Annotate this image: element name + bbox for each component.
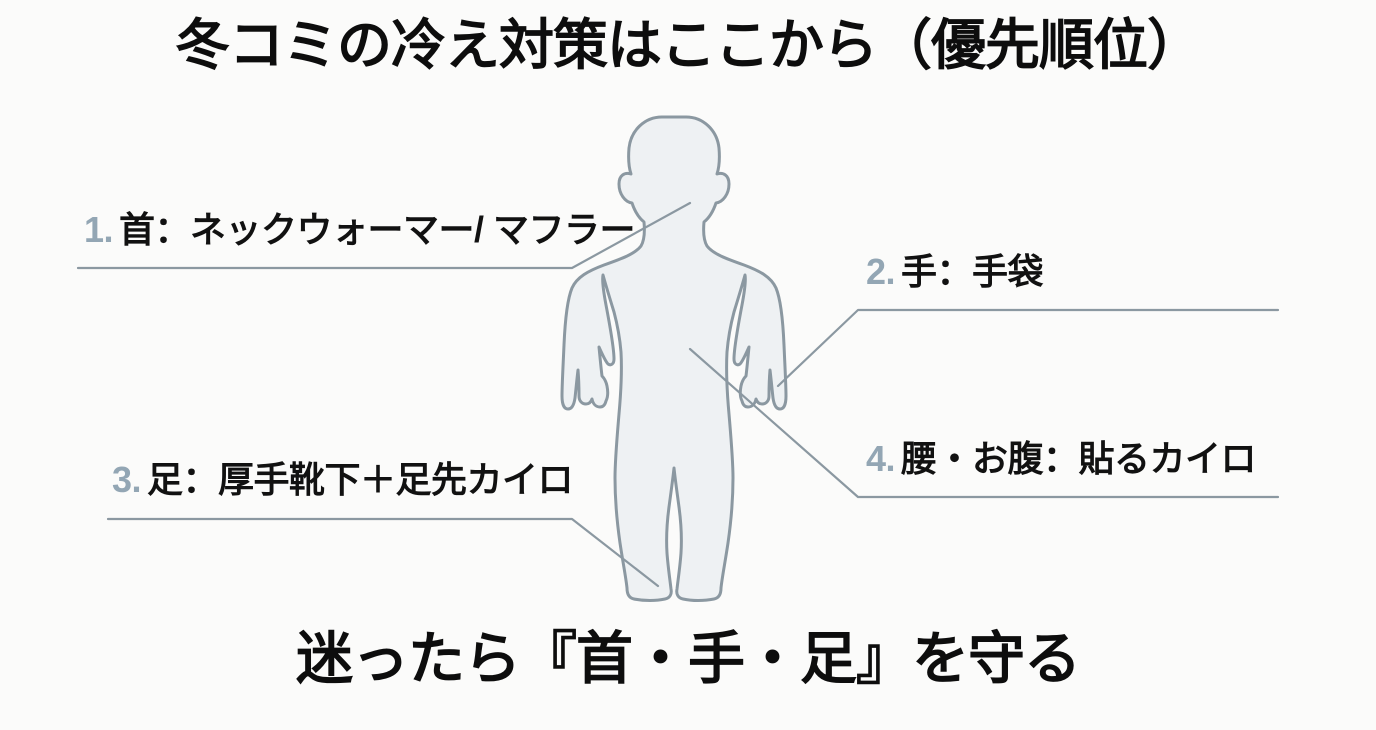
callout-number-3: 3.: [112, 459, 142, 500]
leader-line-4-waist: [688, 347, 1280, 499]
callout-text-4: 腰・お腹：貼るカイロ: [901, 438, 1257, 479]
footer-message: 迷ったら『首・手・足』を守る: [296, 627, 1081, 691]
callout-label-2-hand: 2.手：手袋: [866, 251, 1044, 292]
leader-line-3-foot: [106, 517, 660, 588]
human-body-silhouette: [560, 115, 788, 602]
leader-line-1-neck: [76, 201, 692, 270]
callout-number-1: 1.: [84, 209, 114, 250]
callout-number-2: 2.: [866, 251, 896, 292]
callout-text-3: 足：厚手靴下＋足先カイロ: [147, 459, 574, 500]
callout-number-4: 4.: [866, 438, 896, 479]
page-title: 冬コミの冷え対策はここから（優先順位）: [174, 14, 1202, 76]
callout-text-1: 首：ネックウォーマー/ マフラー: [119, 209, 636, 250]
callout-label-4-waist: 4.腰・お腹：貼るカイロ: [866, 438, 1257, 479]
callout-text-2: 手：手袋: [901, 251, 1044, 292]
leader-line-2-hand: [776, 308, 1280, 388]
callout-label-1-neck: 1.首：ネックウォーマー/ マフラー: [84, 209, 636, 250]
callout-label-3-foot: 3.足：厚手靴下＋足先カイロ: [112, 459, 574, 500]
